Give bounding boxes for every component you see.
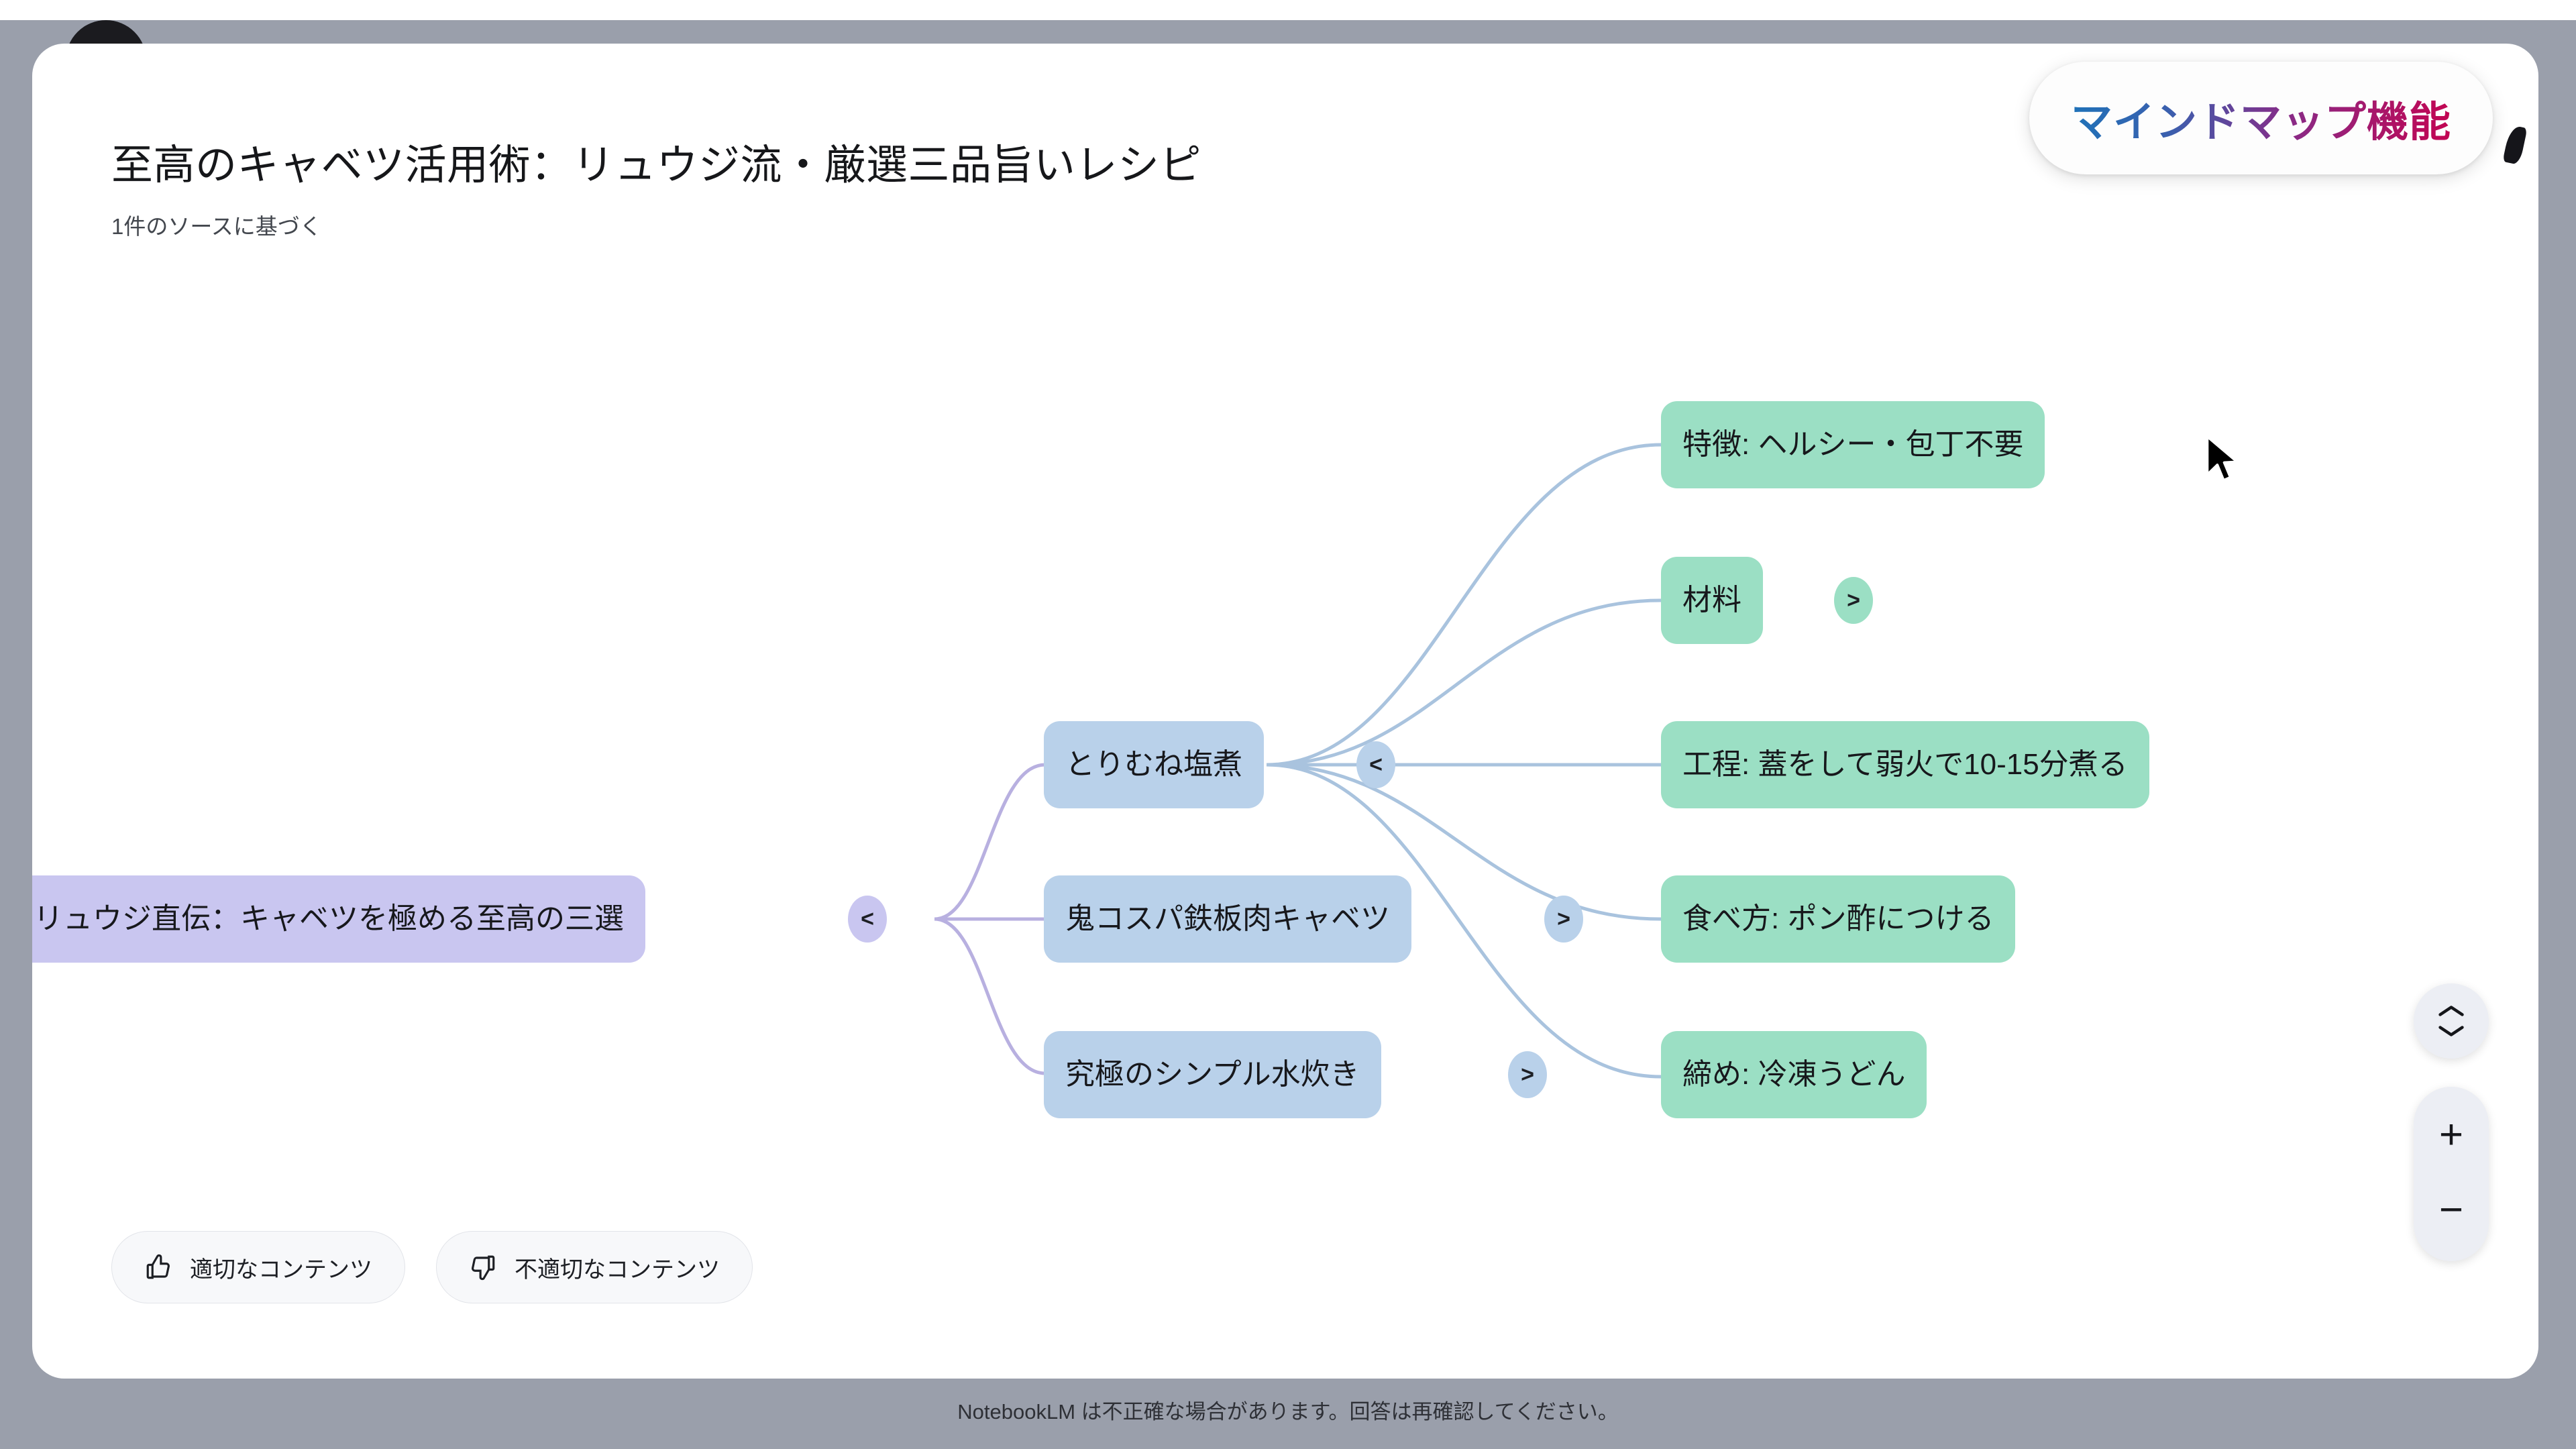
mindmap-node-root-label: リュウジ直伝：キャベツを極める至高の三選 — [34, 902, 624, 935]
mindmap-node-branch-2[interactable]: 鬼コスパ鉄板肉キャベツ — [1044, 875, 1411, 963]
mindmap-node-leaf-2-label: 材料 — [1682, 584, 1741, 616]
mindmap-toggle-branch-1[interactable]: < — [1356, 741, 1395, 788]
mindmap-toggle-root[interactable]: < — [848, 896, 887, 943]
mindmap-edge-layer — [934, 443, 1662, 1079]
zoom-control-group: + − — [2414, 1087, 2489, 1261]
mindmap-node-leaf-5[interactable]: 締め: 冷凍うどん — [1661, 1031, 1927, 1118]
mindmap-node-branch-1[interactable]: とりむね塩煮 — [1044, 721, 1264, 808]
mindmap-node-leaf-3-label: 工程: 蓋をして弱火で10-15分煮る — [1682, 748, 2128, 781]
footer-disclaimer: NotebookLM は不正確な場合があります。回答は再確認してください。 — [957, 1400, 1619, 1424]
mindmap-card: 至高のキャベツ活用術：リュウジ流・厳選三品旨いレシピ 1件のソースに基づく リュ… — [32, 44, 2538, 1379]
edge-branch1-to-leaf-4 — [1266, 763, 1662, 921]
feature-badge-label: マインドマップ機能 — [2071, 88, 2451, 148]
page-title: 至高のキャベツ活用術：リュウジ流・厳選三品旨いレシピ — [111, 142, 1202, 189]
mindmap-node-leaf-3[interactable]: 工程: 蓋をして弱火で10-15分煮る — [1661, 721, 2149, 808]
chevron-down-icon — [2438, 1026, 2464, 1036]
mindmap-node-leaf-1-label: 特徴: ヘルシー・包丁不要 — [1682, 428, 2024, 461]
edge-root-to-branch-1 — [934, 763, 1046, 921]
edge-branch1-to-leaf-5 — [1266, 763, 1662, 1079]
canvas-controls: + − — [2414, 983, 2489, 1261]
feature-badge: マインドマップ機能 — [2029, 62, 2493, 174]
mindmap-toggle-branch-3[interactable]: > — [1508, 1051, 1547, 1098]
zoom-out-button[interactable]: − — [2438, 1187, 2464, 1233]
thumbs-up-icon — [146, 1254, 170, 1279]
mindmap-node-leaf-2[interactable]: 材料 — [1661, 557, 1763, 644]
source-count-label: 1件のソースに基づく — [111, 214, 322, 239]
header-block: 至高のキャベツ活用術：リュウジ流・厳選三品旨いレシピ 1件のソースに基づく — [111, 131, 1201, 241]
mindmap-toggle-leaf-2[interactable]: > — [1834, 577, 1873, 624]
edge-branch1-to-leaf-1 — [1266, 443, 1662, 767]
thumbs-down-icon — [472, 1255, 495, 1281]
mindmap-node-leaf-5-label: 締め: 冷凍うどん — [1682, 1058, 1906, 1091]
zoom-in-button[interactable]: + — [2438, 1112, 2464, 1158]
mindmap-node-branch-3[interactable]: 究極のシンプル水炊き — [1044, 1031, 1381, 1118]
edge-branch1-to-leaf-2 — [1266, 598, 1662, 767]
mindmap-node-branch-1-label: とりむね塩煮 — [1065, 748, 1242, 781]
chevron-up-icon — [2438, 1006, 2464, 1016]
edge-root-to-branch-3 — [934, 917, 1046, 1075]
mindmap-toggle-branch-2[interactable]: > — [1544, 896, 1583, 943]
mindmap-node-leaf-4[interactable]: 食べ方: ポン酢につける — [1661, 875, 2016, 963]
negative-feedback-label: 不適切なコンテンツ — [515, 1256, 720, 1283]
mindmap-node-branch-2-label: 鬼コスパ鉄板肉キャベツ — [1065, 902, 1390, 935]
mindmap-canvas[interactable]: リュウジ直伝：キャベツを極める至高の三選 < とりむね塩煮 < 鬼コスパ鉄板肉キ… — [32, 44, 2538, 1379]
mindmap-node-root[interactable]: リュウジ直伝：キャベツを極める至高の三選 — [32, 875, 645, 963]
negative-feedback-button[interactable]: 不適切なコンテンツ — [436, 1231, 753, 1303]
mindmap-node-leaf-1[interactable]: 特徴: ヘルシー・包丁不要 — [1661, 401, 2045, 488]
positive-feedback-label: 適切なコンテンツ — [190, 1256, 372, 1283]
feedback-bar: 適切なコンテンツ 不適切なコンテンツ — [111, 1231, 753, 1303]
mindmap-node-leaf-4-label: 食べ方: ポン酢につける — [1682, 902, 1994, 935]
mindmap-node-branch-3-label: 究極のシンプル水炊き — [1065, 1058, 1360, 1091]
fit-view-button[interactable] — [2414, 983, 2489, 1059]
positive-feedback-button[interactable]: 適切なコンテンツ — [111, 1231, 405, 1303]
